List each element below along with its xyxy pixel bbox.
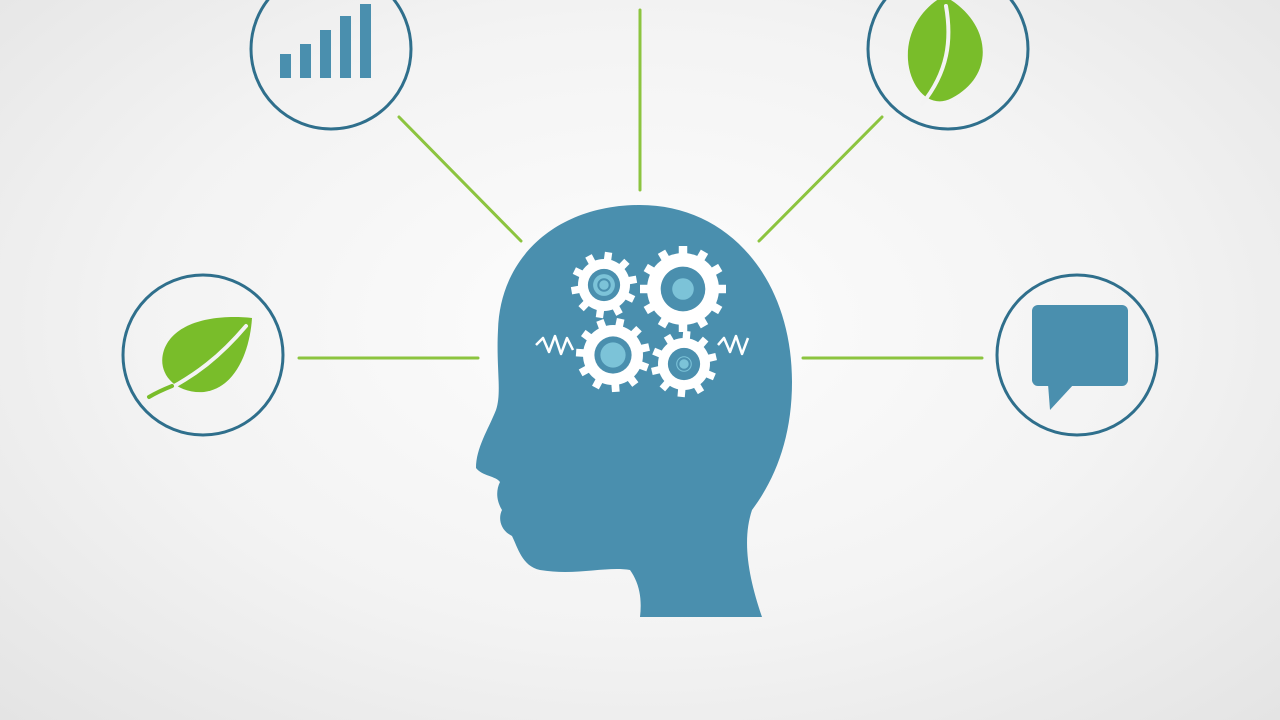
gear-icon: [640, 246, 726, 332]
bar-chart-icon: [280, 4, 371, 78]
signal-wave-right: [717, 334, 750, 356]
gear-icon: [570, 251, 638, 319]
node-ring-top-left: [249, 0, 413, 131]
speech-bubble-icon: [1032, 305, 1128, 410]
connector-top-right: [757, 115, 884, 243]
connector-lines: [297, 8, 984, 360]
human-head-profile-icon: [476, 205, 792, 617]
node-rings: [121, 0, 1159, 437]
connector-top-left: [397, 115, 523, 243]
node-ring-left: [121, 273, 285, 437]
node-ring-right: [995, 273, 1159, 437]
leaf-icon: [147, 317, 252, 400]
node-ring-top-right: [866, 0, 1030, 131]
gear-icon: [651, 330, 717, 398]
gear-icon: [575, 318, 650, 393]
signal-wave-left: [535, 334, 575, 356]
gears-icon: [570, 246, 726, 398]
leaf-icon: [907, 0, 983, 106]
head-silhouette: [476, 205, 792, 617]
